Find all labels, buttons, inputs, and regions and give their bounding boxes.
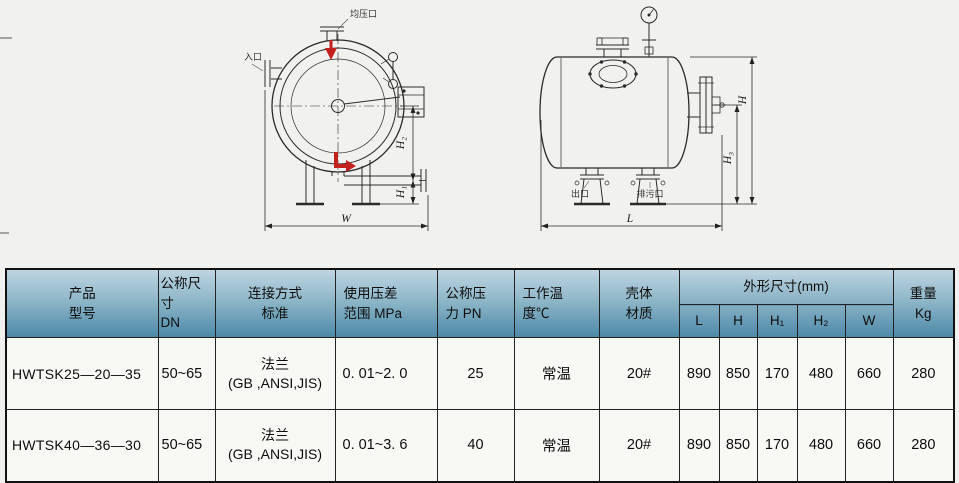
dim-h1-label: H₁: [395, 186, 407, 199]
front-view: [264, 26, 427, 206]
cell-weight: 280: [892, 337, 955, 410]
header-line: 产品: [68, 285, 96, 301]
side-view: [539, 6, 726, 206]
col-header-dimensions-group: 外形尺寸(mm): [678, 268, 894, 305]
cell-pn: 25: [436, 337, 515, 410]
label-drain: 排污口: [636, 188, 663, 199]
header-line: 重量: [909, 285, 937, 301]
cell-dn: 50~65: [157, 409, 216, 482]
table-row: HWTSK40—36—30 50~65 法兰 (GB ,ANSI,JIS) 0.…: [5, 409, 955, 482]
table-row: HWTSK25—20—35 50~65 法兰 (GB ,ANSI,JIS) 0.…: [5, 337, 955, 410]
cell-dim-w: 660: [844, 337, 894, 410]
technical-drawings-svg: 均压口 入口 H₂ H₁ W: [0, 6, 757, 234]
cell-model: HWTSK40—36—30: [5, 409, 159, 482]
label-outlet: 出口: [571, 188, 589, 199]
col-header-dim-h: H: [718, 304, 758, 338]
header-line: 公称尺寸: [160, 276, 202, 311]
cell-dim-h2: 480: [796, 409, 846, 482]
cell-dim-h1: 170: [756, 409, 798, 482]
cell-dim-h1: 170: [756, 337, 798, 410]
technical-drawings-area: 均压口 入口 H₂ H₁ W: [0, 6, 757, 234]
cell-connection-type: 法兰: [261, 355, 289, 372]
cell-dim-l: 890: [678, 337, 720, 410]
leader-outlet: [583, 180, 590, 189]
cell-weight: 280: [892, 409, 955, 482]
dim-h3-label: H₃: [722, 152, 734, 165]
header-row-main: 产品 型号 公称尺寸 DN 连接方式 标准 使用压差 范围 MPa 公称压 力 …: [5, 268, 955, 338]
col-header-product-model: 产品 型号: [5, 268, 159, 338]
dim-w-label: W: [341, 213, 352, 225]
spec-table: 产品 型号 公称尺寸 DN 连接方式 标准 使用压差 范围 MPa 公称压 力 …: [5, 268, 956, 483]
cell-dim-h: 850: [718, 409, 758, 482]
side-view-dimensions: [540, 56, 757, 231]
cell-dim-h: 850: [718, 337, 758, 410]
cell-connection: 法兰 (GB ,ANSI,JIS): [214, 337, 336, 410]
cell-temperature: 常温: [513, 337, 600, 410]
header-line: 材质: [625, 305, 653, 321]
dim-h2-label: H₂: [395, 137, 407, 150]
cell-connection: 法兰 (GB ,ANSI,JIS): [214, 409, 336, 482]
header-line: 公称压: [445, 285, 487, 301]
label-top-port: 均压口: [350, 8, 377, 19]
col-header-dim-h1: H₁: [756, 304, 798, 338]
cell-dim-h2: 480: [796, 337, 846, 410]
flow-arrows: [325, 40, 356, 172]
label-inlet: 入口: [244, 52, 262, 62]
col-header-connection: 连接方式 标准: [214, 268, 336, 338]
col-header-shell-material: 壳体 材质: [598, 268, 680, 338]
cell-dim-l: 890: [678, 409, 720, 482]
cell-shell-material: 20#: [598, 337, 680, 410]
header-line: 使用压差: [343, 285, 398, 301]
header-line: DN: [160, 315, 181, 331]
edge-marks: [0, 37, 12, 234]
header-line: 力 PN: [445, 305, 482, 321]
front-view-dimensions: [264, 90, 429, 231]
cell-connection-standard: (GB ,ANSI,JIS): [227, 374, 323, 391]
dim-l-label: L: [626, 213, 633, 225]
col-header-dn: 公称尺寸 DN: [157, 268, 216, 338]
header-line: 工作温: [522, 285, 564, 301]
flange-bolts: [588, 60, 638, 88]
cell-pressure-range: 0. 01~3. 6: [334, 409, 438, 482]
col-header-pn: 公称压 力 PN: [436, 268, 515, 338]
cell-pressure-range: 0. 01~2. 0: [334, 337, 438, 410]
col-header-dim-l: L: [678, 304, 720, 338]
header-line: 壳体: [625, 285, 653, 301]
leader-top-port: [337, 18, 349, 30]
col-header-dim-h2: H₂: [796, 304, 846, 338]
col-header-dim-w: W: [844, 304, 894, 338]
cell-model: HWTSK25—20—35: [5, 337, 159, 410]
col-header-pressure-range: 使用压差 范围 MPa: [334, 268, 438, 338]
cell-dim-w: 660: [844, 409, 894, 482]
col-header-temperature: 工作温 度℃: [513, 268, 600, 338]
header-row-dimensions: L H H₁ H₂ W: [6, 304, 954, 338]
header-line: 范围 MPa: [343, 305, 403, 321]
cell-shell-material: 20#: [598, 409, 680, 482]
dim-h-label: H: [737, 95, 749, 105]
cell-connection-standard: (GB ,ANSI,JIS): [227, 446, 323, 463]
header-line: 型号: [68, 305, 96, 321]
cell-connection-type: 法兰: [261, 427, 289, 444]
cell-temperature: 常温: [513, 409, 600, 482]
cell-dn: 50~65: [157, 337, 216, 410]
header-line: 标准: [261, 305, 289, 321]
cell-pn: 40: [436, 409, 515, 482]
header-line: 度℃: [522, 305, 550, 321]
header-line: Kg: [915, 305, 932, 321]
leader-inlet: [251, 63, 264, 72]
header-line: 连接方式: [248, 285, 302, 301]
col-header-weight: 重量 Kg: [892, 268, 955, 338]
